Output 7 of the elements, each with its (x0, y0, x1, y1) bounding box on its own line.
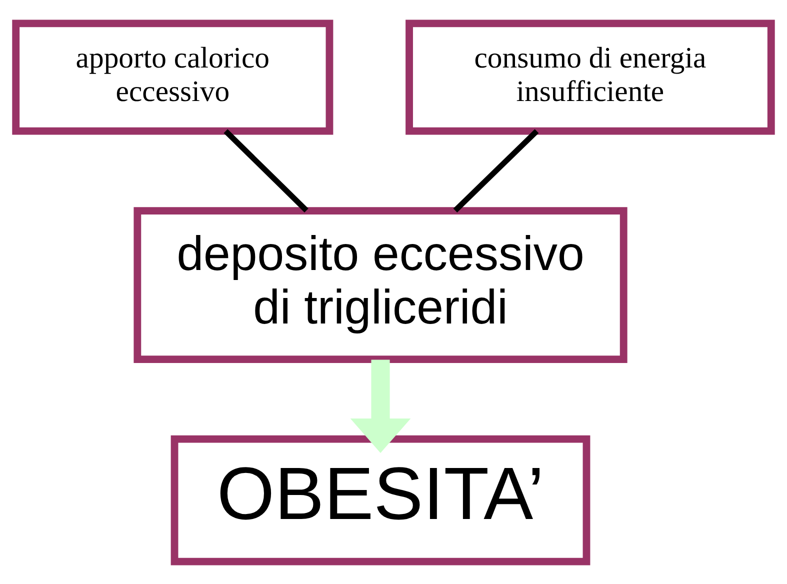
connector (453, 128, 539, 212)
node-box: OBESITA’ (170, 434, 590, 565)
arrow (350, 359, 411, 452)
node-box: apporto calorico eccessivo (12, 19, 334, 134)
connector (224, 128, 308, 212)
node-box: deposito eccessivo di trigliceridi (134, 206, 628, 363)
node-box: consumo di energia insufficiente (406, 19, 775, 134)
